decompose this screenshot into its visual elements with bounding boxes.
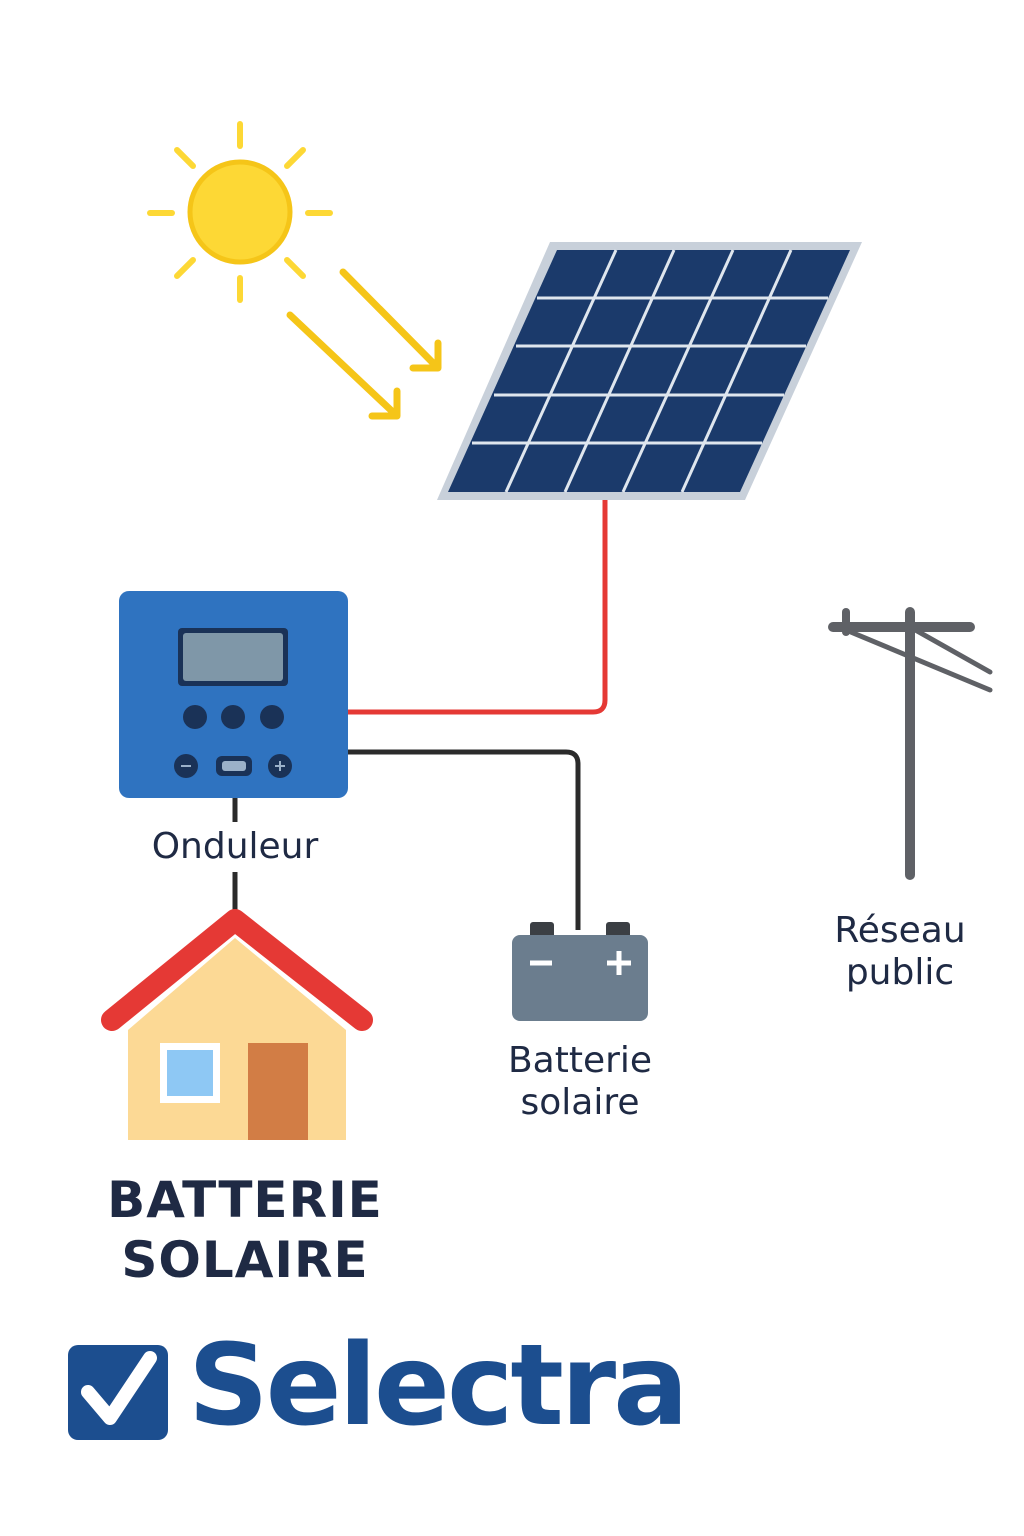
page-title: BATTERIE SOLAIRE	[60, 1170, 430, 1290]
page-title-line2: SOLAIRE	[121, 1231, 369, 1289]
grid-label-line1: Réseau	[834, 910, 966, 951]
battery-label: Batterie solaire	[470, 1040, 690, 1125]
solar-panel-icon	[437, 242, 862, 500]
brand-logo-text: Selectra	[188, 1321, 689, 1451]
page-title-line1: BATTERIE	[107, 1171, 383, 1229]
checkmark-icon	[68, 1345, 168, 1440]
inverter-icon	[119, 591, 348, 798]
battery-label-line2: solaire	[520, 1082, 640, 1124]
utility-pole-icon	[828, 607, 993, 880]
negative-wire	[348, 749, 581, 930]
inverter-label: Onduleur	[151, 826, 319, 867]
sun-icon	[147, 121, 333, 303]
grid-label: Réseau public	[800, 910, 1000, 995]
battery-label-line1: Batterie	[507, 1040, 653, 1081]
positive-wire	[348, 500, 608, 715]
grid-label-line2: public	[845, 952, 955, 994]
sunlight-arrows	[286, 268, 442, 420]
battery-icon	[512, 922, 648, 1021]
house-icon	[101, 909, 373, 1140]
